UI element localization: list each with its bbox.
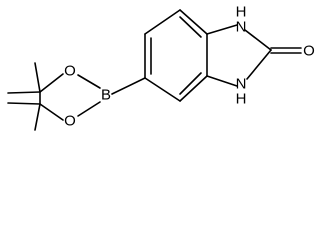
- double-bond-inner-bottom: [179, 72, 202, 95]
- methyl-groups: [7, 62, 41, 131]
- dioxaborolane-ring: [39, 73, 101, 121]
- chemical-structure: H N N H O B O O: [7, 4, 315, 131]
- atom-label-carbonyl-oxygen: O: [303, 43, 315, 60]
- bond-c6-c7: [144, 77, 181, 102]
- bond-b-o-top: [77, 74, 101, 89]
- bond-b-o-bottom: [77, 101, 101, 117]
- methyl-1: [34, 62, 41, 93]
- bond-c2-n-bottom: [246, 49, 272, 80]
- bond-o-top-c: [39, 73, 64, 93]
- atom-label-ring-oxygen-bottom: O: [64, 113, 76, 130]
- methyl-2: [7, 91, 41, 94]
- bond-c4-c5: [179, 9, 208, 35]
- nh-top-n: N: [236, 19, 247, 36]
- bond-c-n-top: [206, 24, 238, 35]
- methyl-4: [34, 103, 41, 131]
- bond-c-b: [111, 77, 146, 95]
- bond-c5b-c6: [179, 75, 208, 102]
- atom-label-nh-bottom: N H: [236, 76, 247, 108]
- nh-bottom-h: H: [236, 91, 247, 108]
- methyl-3: [7, 102, 41, 105]
- bond-n-bottom-c: [206, 75, 238, 87]
- atom-label-boron: B: [101, 87, 111, 104]
- nh-bottom-n: N: [236, 76, 247, 93]
- bond-n-top-c2: [244, 29, 272, 51]
- atom-label-nh-top: H N: [236, 4, 247, 36]
- atom-label-ring-oxygen-top: O: [64, 63, 76, 80]
- benzene-ring: [144, 9, 208, 102]
- bond-o-bottom-c: [39, 103, 64, 121]
- nh-top-h: H: [236, 4, 247, 21]
- bond-c8-c4: [144, 9, 181, 35]
- imidazolone-ring: [206, 24, 302, 87]
- double-bond-inner-top: [179, 16, 202, 38]
